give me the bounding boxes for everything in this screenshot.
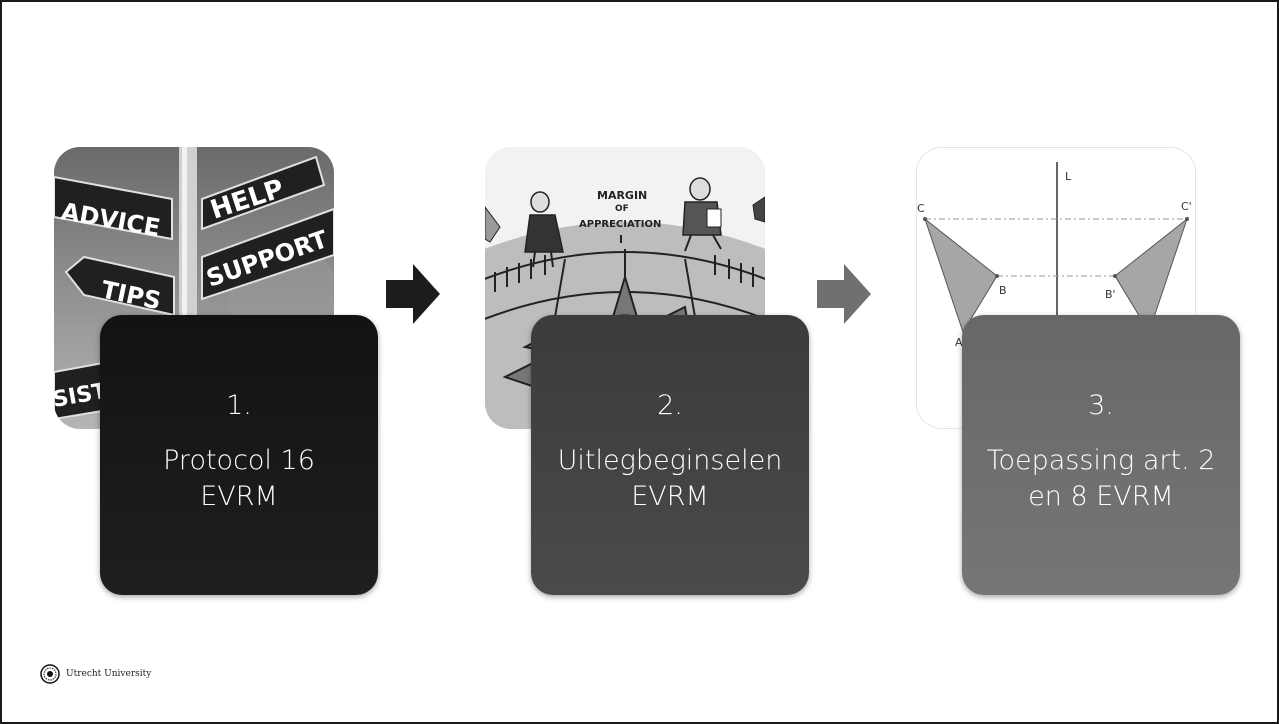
step-number: 1.	[226, 390, 252, 421]
margin-text-line2: OF	[615, 204, 629, 214]
point-label-b-prime: B'	[1105, 288, 1116, 301]
step-label: Uitlegbeginselen EVRM	[539, 443, 801, 515]
step-label-line2: EVRM	[631, 481, 709, 512]
point-label-c: C	[917, 202, 925, 215]
step-label-line1: Uitlegbeginselen	[557, 445, 783, 476]
point-label-a: A	[955, 336, 963, 349]
step-number: 3.	[1088, 390, 1114, 421]
point-label-b: B	[999, 284, 1007, 297]
signpost-illustration: ADVICE HELP TIPS SUPPORT SIST	[54, 147, 334, 429]
axis-label-l: L	[1065, 170, 1072, 183]
arrow-right-icon	[817, 264, 871, 324]
step-label-line1: Protocol 16	[163, 445, 315, 476]
logo-text: Utrecht University	[66, 669, 152, 679]
step-label-line1: Toepassing art. 2	[986, 445, 1216, 476]
step-label: Protocol 16 EVRM	[108, 443, 370, 515]
arrow-right-icon	[386, 264, 440, 324]
margin-text-line3: APPRECIATION	[579, 219, 661, 230]
point-label-c-prime: C'	[1181, 200, 1192, 213]
margin-text-line1: MARGIN	[597, 189, 647, 202]
university-seal-icon	[40, 664, 60, 684]
step-number: 2.	[657, 390, 683, 421]
step-card-1: 1. Protocol 16 EVRM	[100, 315, 378, 595]
step-label-line2: EVRM	[200, 481, 278, 512]
step-label-line2: en 8 EVRM	[1028, 481, 1174, 512]
step-label: Toepassing art. 2 en 8 EVRM	[970, 443, 1232, 515]
signpost-image: ADVICE HELP TIPS SUPPORT SIST	[54, 147, 334, 429]
step-card-2: 2. Uitlegbeginselen EVRM	[531, 315, 809, 595]
step-card-3: 3. Toepassing art. 2 en 8 EVRM	[962, 315, 1240, 595]
utrecht-university-logo: Utrecht University	[40, 664, 151, 684]
